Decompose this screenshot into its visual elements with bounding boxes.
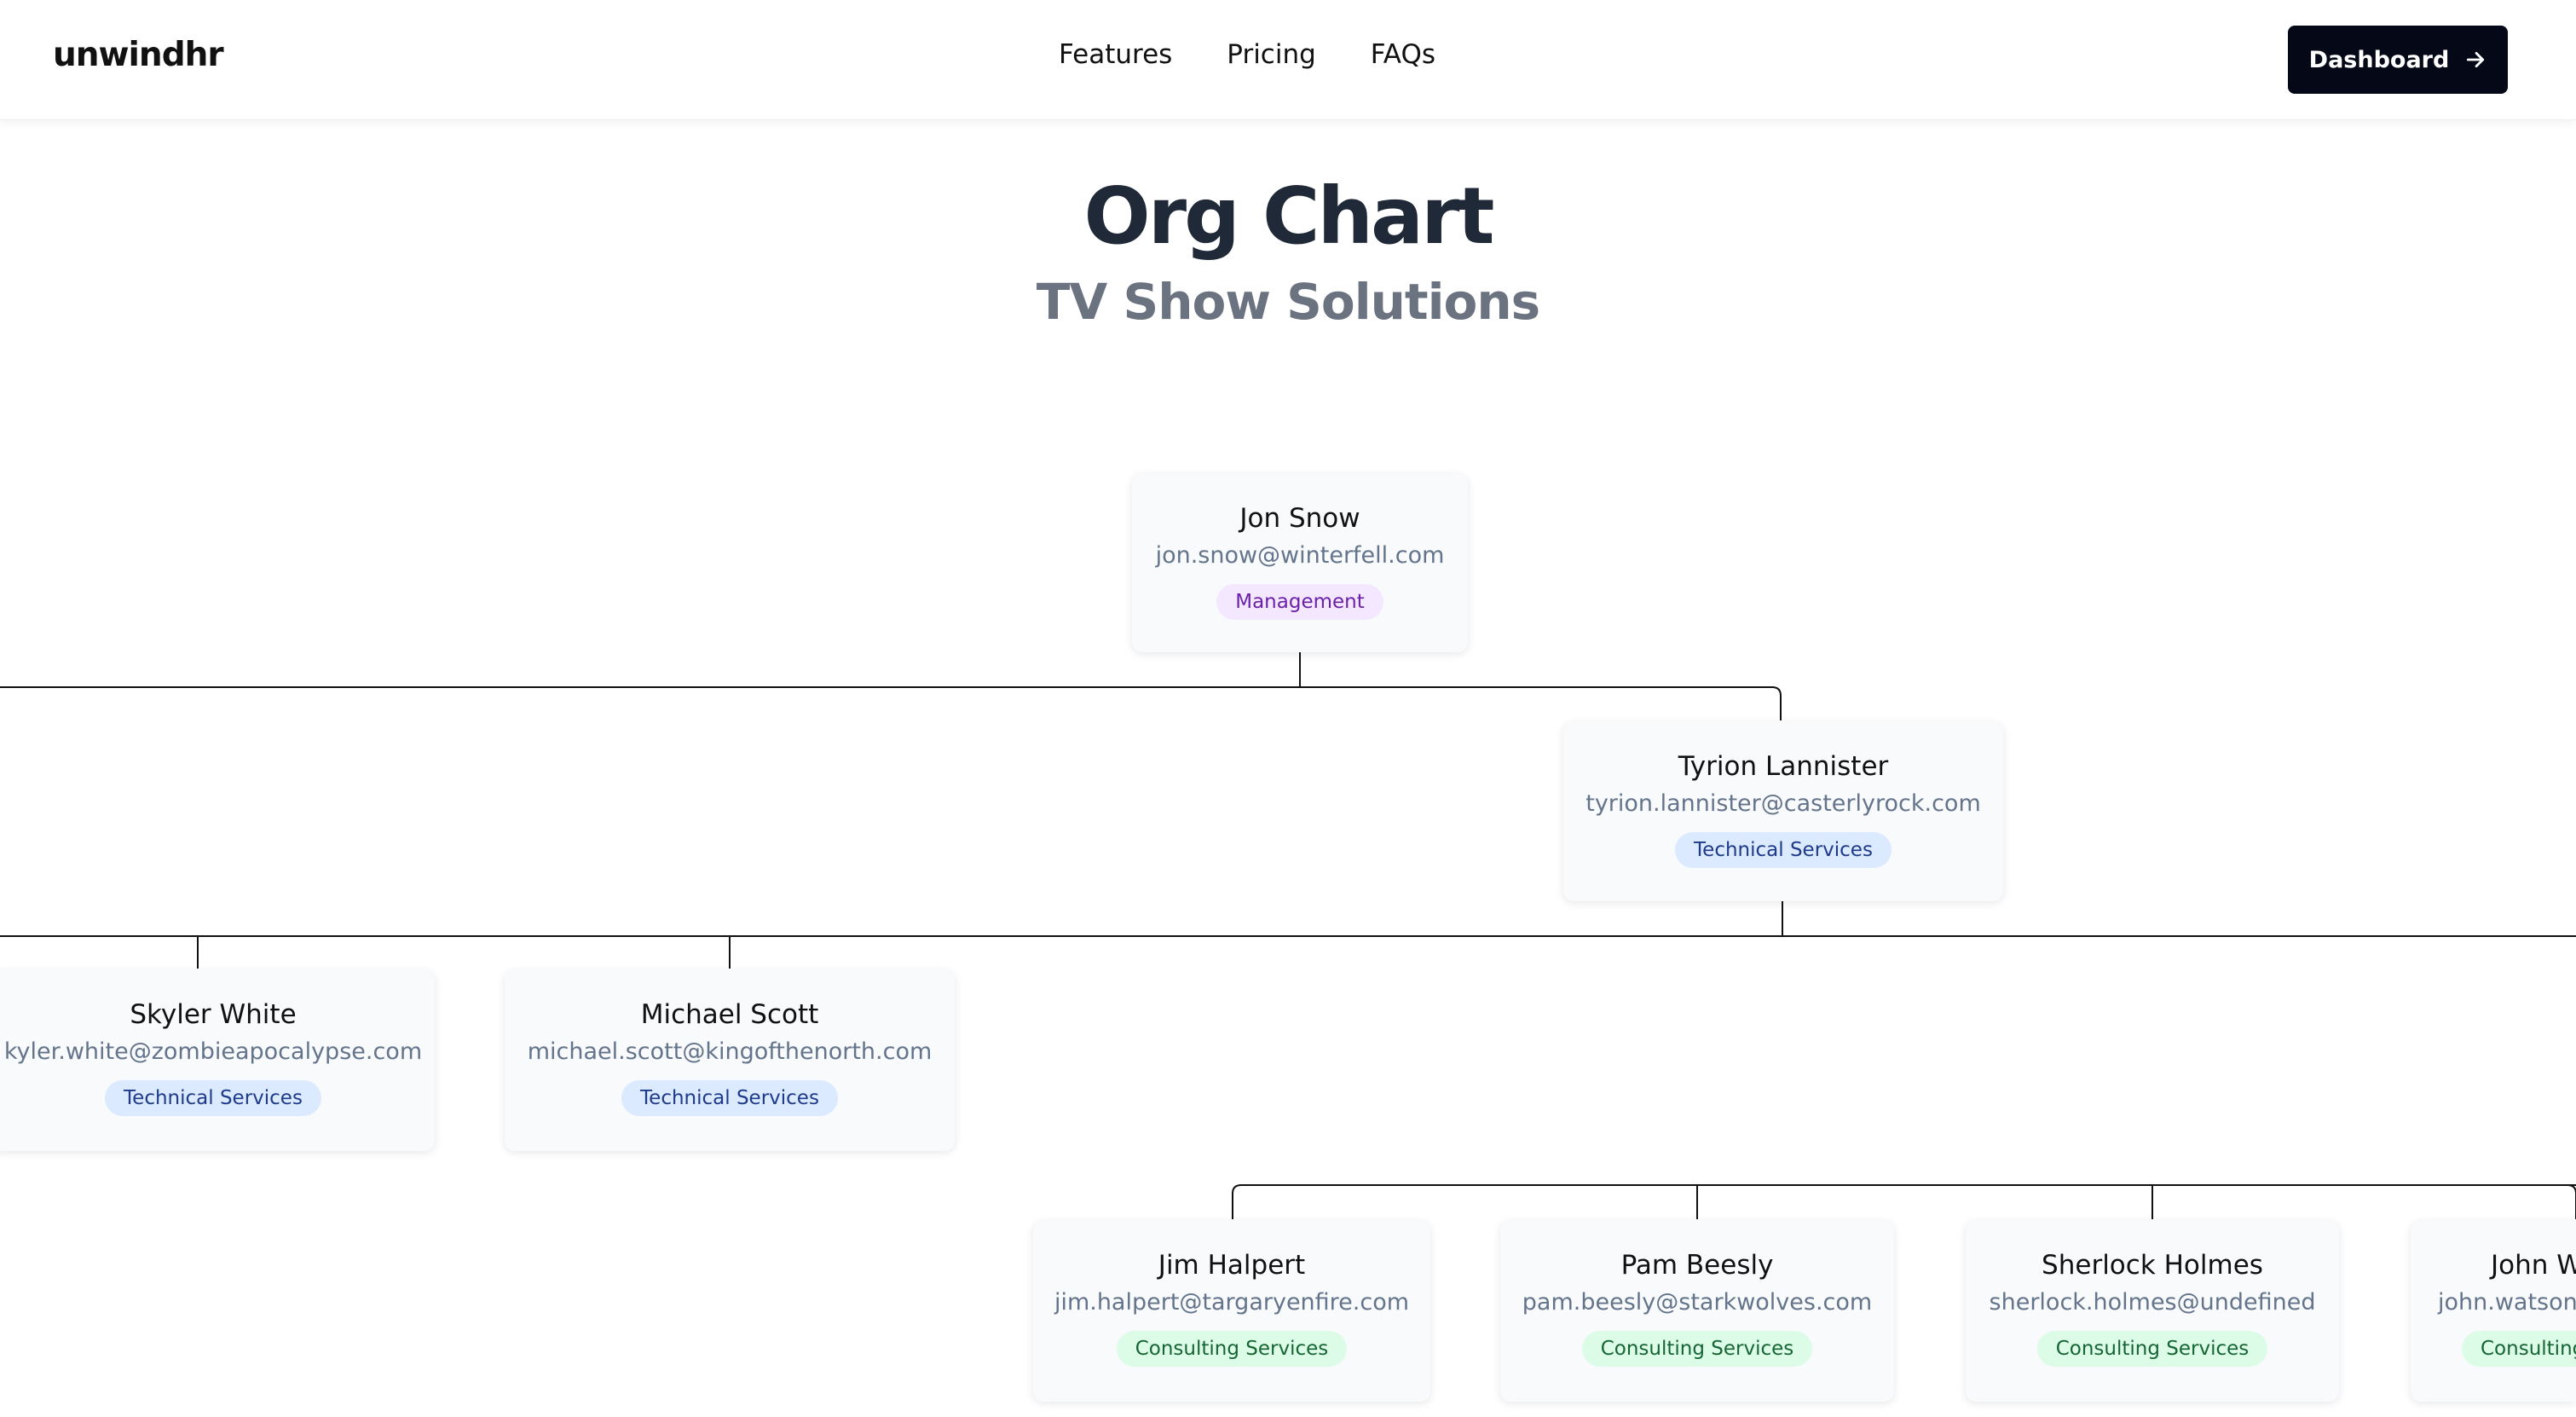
top-navbar: unwindhr Features Pricing FAQs Dashboard (0, 0, 2576, 120)
dashboard-button[interactable]: Dashboard (2288, 26, 2508, 94)
department-badge: Consulting Services (1116, 1331, 1348, 1367)
dashboard-button-label: Dashboard (2308, 46, 2450, 73)
employee-card-john-watson[interactable]: John W john.watson Consulting (2411, 1221, 2576, 1402)
employee-card-sherlock-holmes[interactable]: Sherlock Holmes sherlock.holmes@undefine… (1966, 1221, 2339, 1402)
nav-pricing-link[interactable]: Pricing (1227, 39, 1316, 70)
employee-card-jim-halpert[interactable]: Jim Halpert jim.halpert@targaryenfire.co… (1033, 1221, 1430, 1402)
connector-line (1232, 1184, 2576, 1219)
employee-email: sherlock.holmes@undefined (1989, 1289, 2316, 1316)
employee-card-michael-scott[interactable]: Michael Scott michael.scott@kingofthenor… (505, 970, 955, 1151)
nav-features-link[interactable]: Features (1059, 39, 1173, 70)
employee-name: Tyrion Lannister (1678, 751, 1889, 782)
connector-line (2567, 1184, 2576, 1219)
department-badge: Consulting Services (2036, 1331, 2268, 1367)
employee-card-skyler-white[interactable]: Skyler White kyler.white@zombieapocalyps… (0, 970, 435, 1151)
employee-card-pam-beesly[interactable]: Pam Beesly pam.beesly@starkwolves.com Co… (1500, 1221, 1894, 1402)
page-title: Org Chart (1083, 171, 1495, 262)
employee-card-tyrion-lannister[interactable]: Tyrion Lannister tyrion.lannister@caster… (1563, 722, 2003, 901)
app-logo[interactable]: unwindhr (53, 36, 224, 74)
employee-name: Sherlock Holmes (2042, 1250, 2263, 1281)
employee-email: pam.beesly@starkwolves.com (1522, 1289, 1873, 1316)
employee-card-jon-snow[interactable]: Jon Snow jon.snow@winterfell.com Managem… (1132, 474, 1468, 652)
department-badge: Technical Services (1675, 832, 1892, 868)
employee-email: kyler.white@zombieapocalypse.com (3, 1038, 423, 1065)
nav-faqs-link[interactable]: FAQs (1370, 39, 1435, 70)
company-subtitle: TV Show Solutions (1036, 273, 1540, 331)
department-badge: Technical Services (621, 1080, 838, 1116)
employee-email: tyrion.lannister@casterlyrock.com (1585, 790, 1981, 817)
employee-name: Michael Scott (640, 999, 819, 1030)
connector-line (0, 686, 1782, 720)
arrow-right-icon (2467, 52, 2485, 67)
department-badge: Management (1216, 584, 1383, 620)
employee-email: jim.halpert@targaryenfire.com (1054, 1289, 1410, 1316)
department-badge: Consulting Services (1581, 1331, 1813, 1367)
department-badge: Consulting (2462, 1331, 2576, 1367)
employee-name: Pam Beesly (1620, 1250, 1774, 1281)
employee-name: John W (2491, 1250, 2576, 1281)
employee-email: michael.scott@kingofthenorth.com (527, 1038, 933, 1065)
employee-name: Jon Snow (1239, 503, 1360, 534)
employee-email: john.watson (2438, 1289, 2576, 1316)
employee-name: Jim Halpert (1158, 1250, 1306, 1281)
department-badge: Technical Services (105, 1080, 321, 1116)
employee-name: Skyler White (130, 999, 297, 1030)
employee-email: jon.snow@winterfell.com (1155, 542, 1445, 569)
main-nav: Features Pricing FAQs (1059, 39, 1435, 70)
